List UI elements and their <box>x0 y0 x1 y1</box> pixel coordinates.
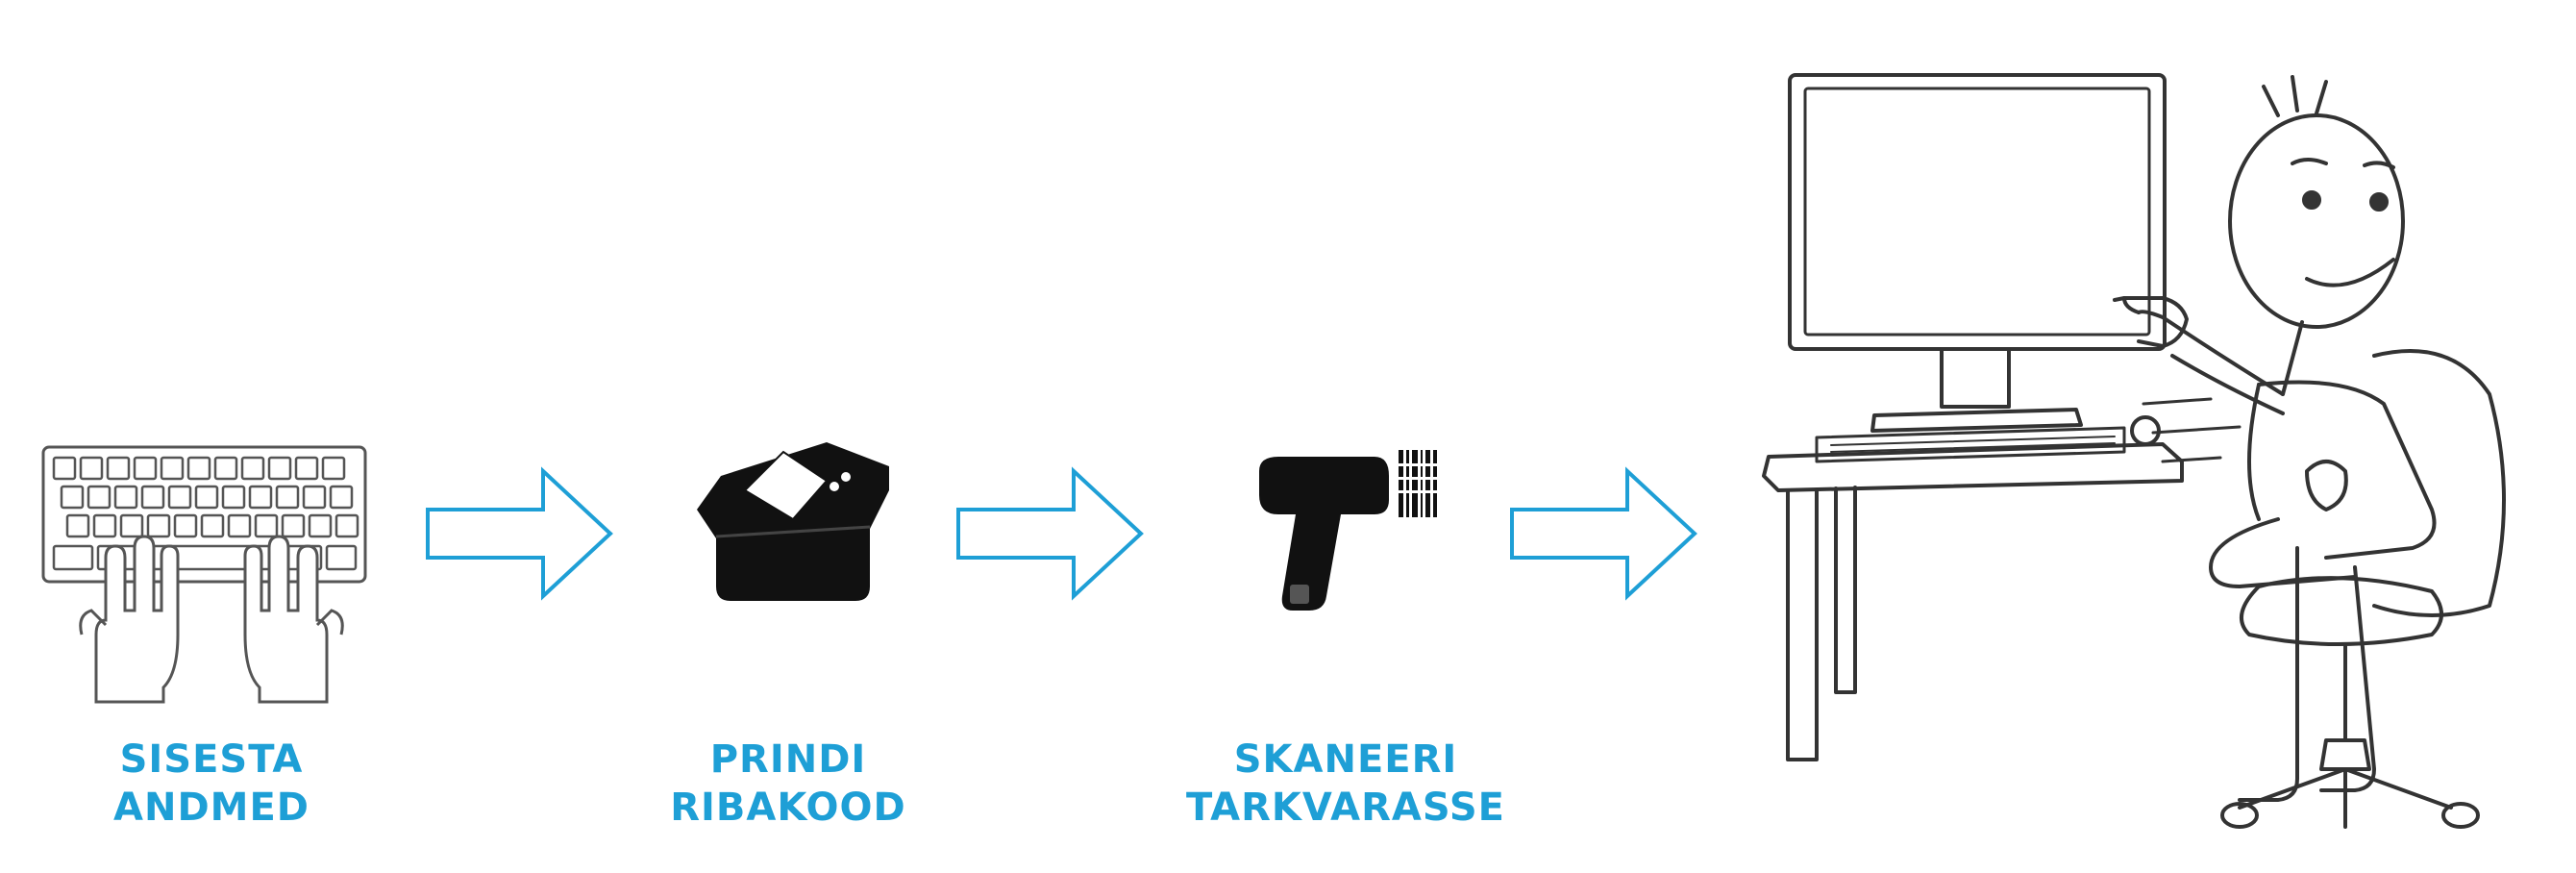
arrow-right-icon <box>956 466 1144 601</box>
keyboard-key <box>294 456 319 481</box>
step-label-line-1: SISESTA <box>119 737 304 782</box>
keyboard-with-hands-icon <box>41 445 367 704</box>
keyboard-key <box>65 513 90 538</box>
step-label-print-barcode: PRINDI RIBAKOOD <box>634 736 942 832</box>
keyboard-key <box>200 513 225 538</box>
keyboard-key <box>146 513 171 538</box>
step-label-line-2: RIBAKOOD <box>670 786 906 830</box>
keyboard-key <box>106 456 131 481</box>
keyboard-key <box>308 513 333 538</box>
stick-figure-at-computer-illustration <box>1762 73 2506 829</box>
step-label-line-1: PRINDI <box>709 737 867 782</box>
step-label-line-2: ANDMED <box>113 786 310 830</box>
step-label-line-2: TARKVARASSE <box>1185 786 1506 830</box>
keyboard-key <box>221 485 246 510</box>
keyboard-key <box>281 513 306 538</box>
keyboard-key <box>254 513 279 538</box>
keyboard-key <box>302 485 327 510</box>
keyboard-key <box>329 485 354 510</box>
keyboard-key <box>92 513 117 538</box>
keyboard-key <box>52 456 77 481</box>
arrow-right-icon <box>1510 466 1697 601</box>
keyboard-key <box>52 544 94 571</box>
keyboard-key <box>227 513 252 538</box>
step-label-scan-to-software: SKANEERI TARKVARASSE <box>1163 736 1528 832</box>
keyboard-key <box>334 513 359 538</box>
keyboard-key <box>119 513 144 538</box>
keyboard-key <box>267 456 292 481</box>
keyboard-key <box>133 456 158 481</box>
keyboard-key <box>140 485 165 510</box>
keyboard-key <box>186 456 211 481</box>
keyboard-key <box>248 485 273 510</box>
arrow-right-icon <box>426 466 613 601</box>
keyboard-key <box>60 485 85 510</box>
keyboard-key <box>87 485 111 510</box>
keyboard-key <box>275 485 300 510</box>
keyboard-key <box>321 456 346 481</box>
receipt-printer-icon <box>697 442 889 601</box>
keyboard-key <box>325 544 358 571</box>
keyboard-key <box>240 456 265 481</box>
keyboard-key <box>79 456 104 481</box>
keyboard-key <box>113 485 138 510</box>
keyboard-key <box>160 456 185 481</box>
keyboard-key <box>167 485 192 510</box>
keyboard-key <box>194 485 219 510</box>
step-label-line-1: SKANEERI <box>1233 737 1458 782</box>
keyboard-key <box>173 513 198 538</box>
step-label-input-data: SISESTA ANDMED <box>58 736 365 832</box>
barcode-scanner-icon <box>1259 450 1442 611</box>
keyboard-key <box>213 456 238 481</box>
